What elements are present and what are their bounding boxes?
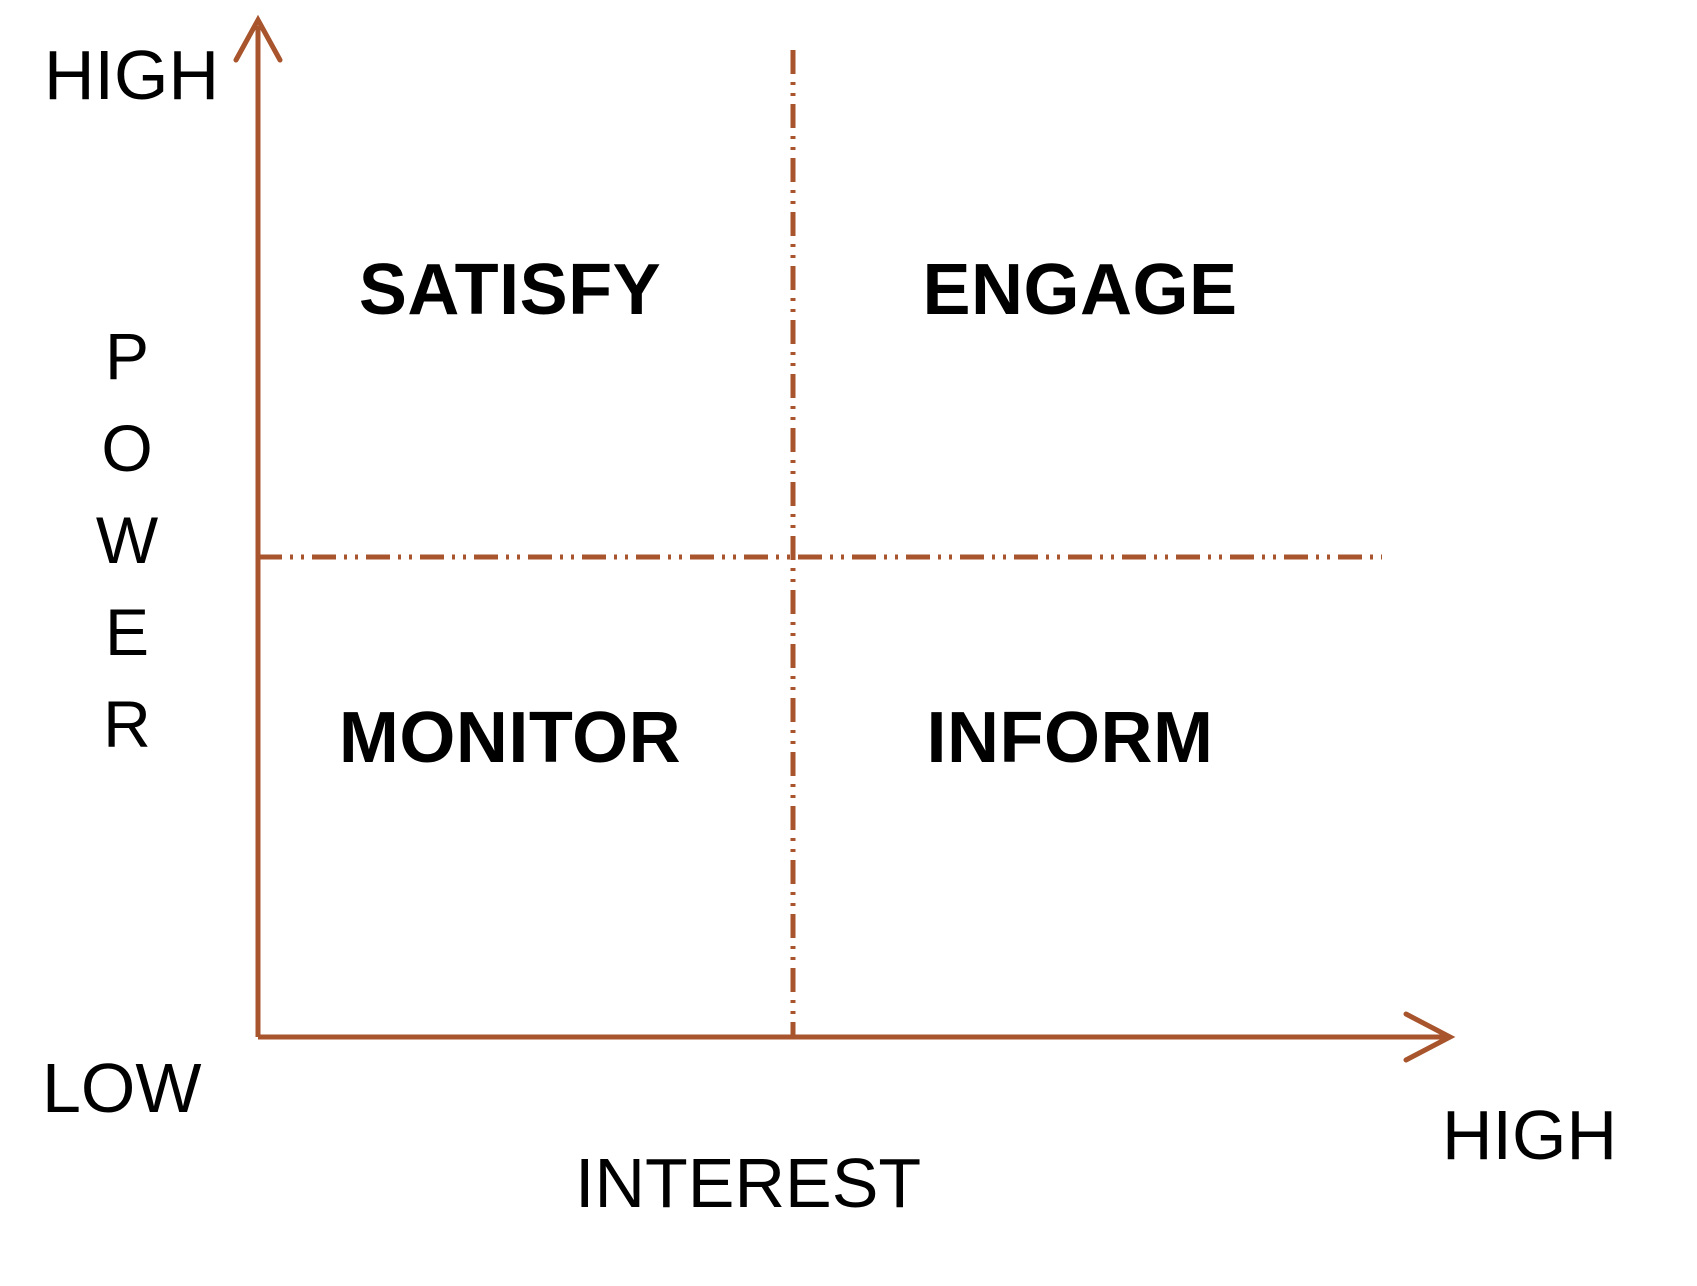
quadrant-monitor: MONITOR — [290, 693, 730, 783]
y-axis-low-label: LOW — [42, 1049, 202, 1127]
x-axis-arrowhead-icon — [1403, 1011, 1456, 1063]
y-axis-high-label: HIGH — [44, 36, 219, 114]
y-axis-title-char: P — [104, 319, 150, 393]
quadrant-satisfy: SATISFY — [290, 245, 730, 335]
quadrant-label: SATISFY — [358, 250, 662, 330]
y-axis-title-char: R — [103, 687, 151, 761]
y-axis-arrowhead-icon — [233, 14, 283, 63]
y-axis-title-char: O — [101, 411, 153, 485]
quadrant-label: ENGAGE — [922, 250, 1238, 330]
y-axis-title-char: E — [104, 595, 150, 669]
quadrant-label: INFORM — [926, 698, 1214, 778]
x-axis-title: INTEREST — [575, 1144, 922, 1222]
x-axis-high-label: HIGH — [1442, 1096, 1617, 1174]
quadrant-inform: INFORM — [860, 693, 1280, 783]
quadrant-label: MONITOR — [338, 698, 682, 778]
y-axis-title: P O W E R — [84, 310, 170, 770]
quadrant-engage: ENGAGE — [860, 245, 1300, 335]
y-axis-title-char: W — [95, 503, 159, 577]
